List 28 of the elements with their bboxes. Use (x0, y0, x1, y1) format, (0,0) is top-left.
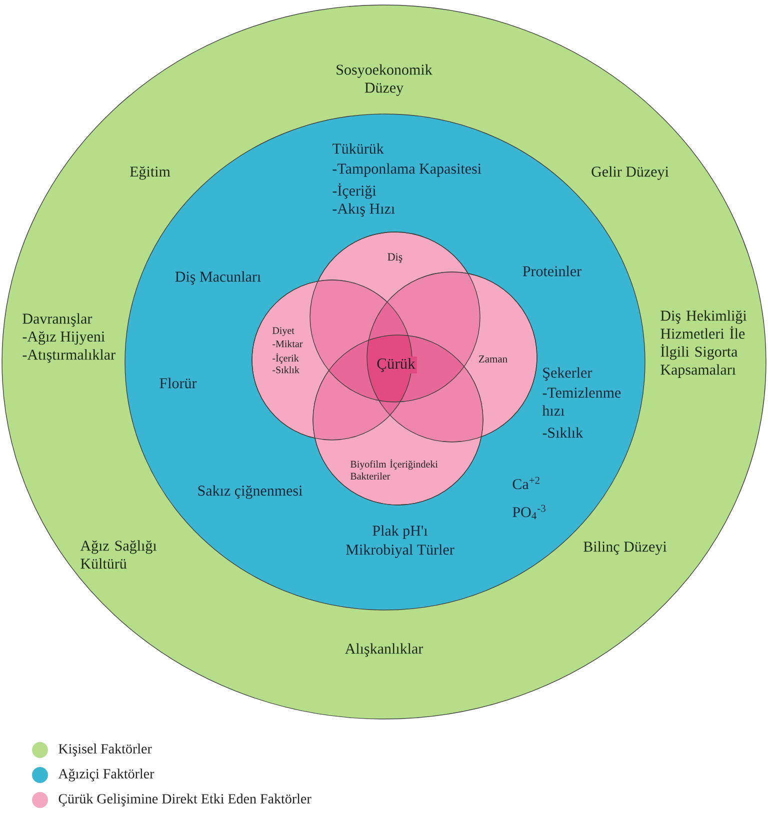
factor-label: Ağız Sağlığı Kültürü (80, 540, 157, 569)
factor-label: -İçeriği (332, 183, 376, 199)
factor-label: Proteinler (522, 266, 582, 276)
factor-label: Florür (160, 378, 197, 388)
factor-label: Davranışlar (22, 313, 92, 327)
factor-label: Bilinç Düzeyi (584, 541, 667, 555)
factor-label: PO$_{4}$-3 (512, 504, 546, 520)
factor-label: Şekerler (543, 367, 592, 381)
legend-label: Ağıziçi Faktörler (58, 768, 154, 782)
factor-label: -Temizlenme hızı (542, 387, 621, 416)
legend-label: Kişisel Faktörler (58, 744, 152, 756)
factor-label: Gelir Düzeyi (592, 166, 669, 180)
factor-label: Sosyoekonomik Düzey (336, 64, 432, 96)
factor-label: -Atıştırmalıklar (22, 349, 116, 363)
factor-label: Alışkanlıklar (344, 643, 424, 657)
legend-label: Çürük Gelişimine Direkt Etki Eden Faktörler (58, 794, 312, 806)
factor-label: Eğitim (130, 166, 170, 180)
factor-label: Mikrobiyal Türler (346, 544, 454, 558)
factor-label: -Ağız Hijyeni (22, 331, 105, 345)
factor-label: Diş Hekimliği Hizmetleri İle İlgili Sigorta Kapsamaları (660, 310, 747, 378)
factor-label: Diş Macunları (175, 271, 261, 285)
factor-label: -Sıklık (542, 427, 584, 438)
factor-label: Sakız çiğnenmesi (198, 485, 302, 499)
factor-label: Ca$^{+2}$ (512, 476, 540, 490)
factor-label: Plak pH'ı (372, 525, 428, 539)
factor-label: -Akış Hızı (332, 203, 395, 217)
factor-label: Tükürük (332, 143, 384, 154)
factor-label: -Tamponlama Kapasitesi (332, 163, 482, 177)
